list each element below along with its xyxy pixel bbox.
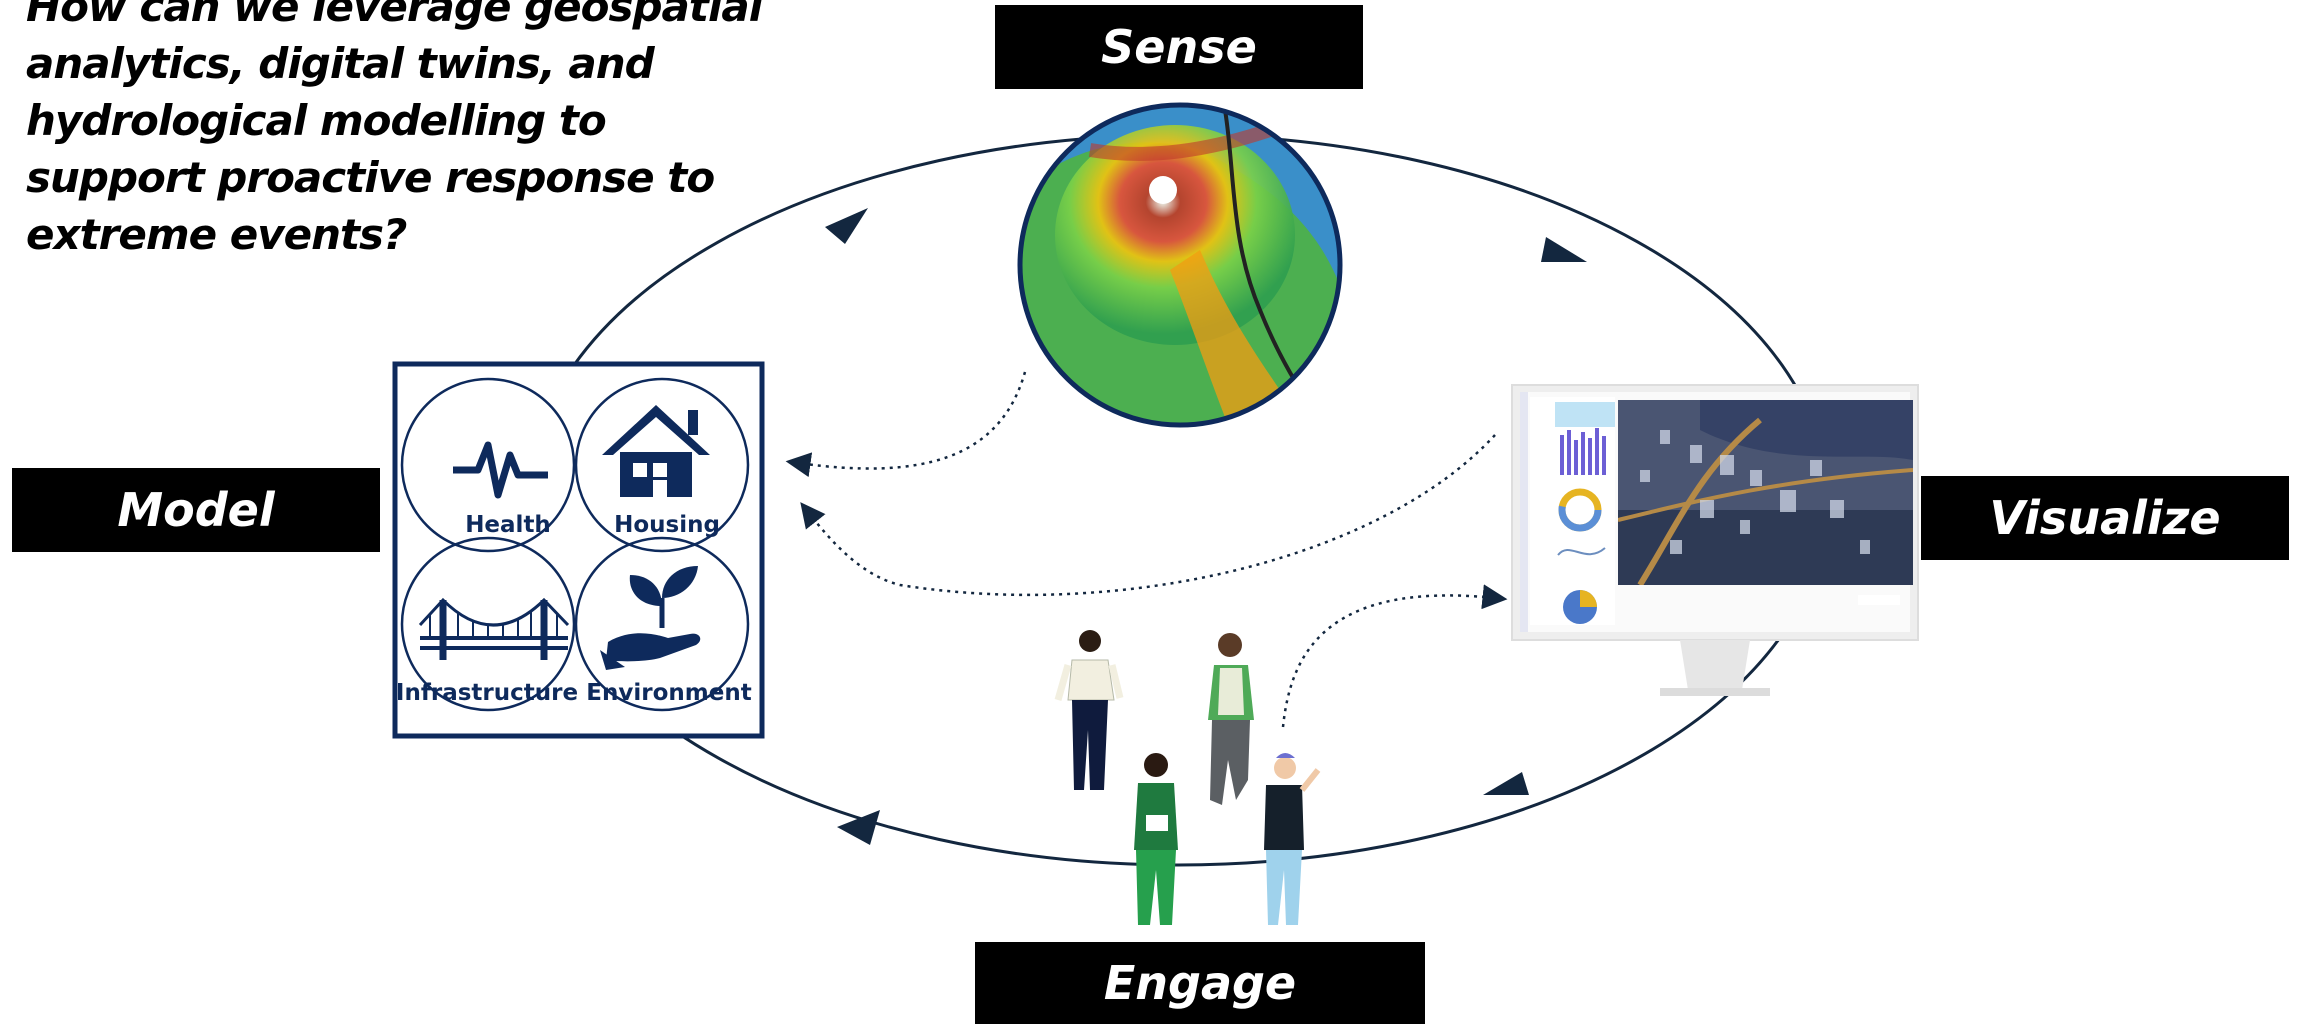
plant-in-hand-icon [600, 566, 701, 670]
sense-label: Sense [995, 5, 1363, 89]
environment-label: Environment [586, 680, 751, 706]
sense-to-model-arrow [785, 371, 1027, 478]
dashboard-monitor [1511, 384, 1919, 696]
health-label: Health [465, 512, 551, 538]
feedback-arrows [785, 371, 1508, 728]
heartbeat-icon [453, 441, 548, 499]
person-3 [1134, 753, 1178, 925]
arrowhead-top-left [825, 208, 868, 244]
arrowhead-bottom-left [837, 810, 880, 845]
person-4 [1264, 753, 1321, 925]
house-icon [602, 405, 710, 497]
infrastructure-label: Infrastructure [396, 680, 578, 706]
arrowhead-top-right [1541, 237, 1587, 262]
model-circles [400, 377, 750, 712]
engage-label: Engage [975, 942, 1425, 1024]
arrowhead-bottom-right [1483, 772, 1529, 795]
engage-to-visualize-arrow [1281, 584, 1508, 728]
housing-label: Housing [614, 512, 720, 538]
model-label: Model [12, 468, 380, 552]
people-group [1054, 630, 1321, 925]
model-box [392, 361, 765, 739]
bridge-icon [418, 597, 570, 660]
hurricane-map [1017, 102, 1343, 428]
research-question: How can we leverage geospatial analytics… [26, 0, 763, 259]
visualize-to-model-arrow [800, 434, 1496, 597]
person-2 [1208, 633, 1254, 805]
visualize-label: Visualize [1921, 476, 2289, 560]
person-1 [1054, 630, 1124, 790]
cycle-arrows [825, 208, 1587, 845]
